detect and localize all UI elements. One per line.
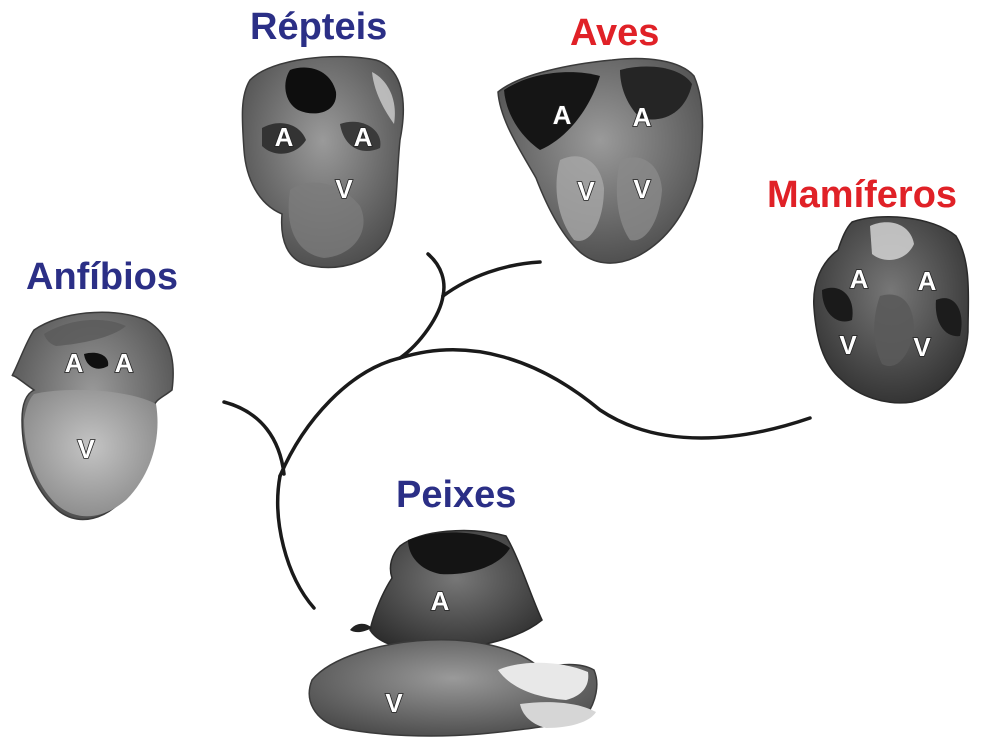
branch-peixes [278, 476, 314, 608]
branch-anfibios [224, 402, 284, 474]
branch-aves [443, 262, 540, 296]
mamiferos-atrium-right: A [918, 266, 937, 296]
heart-repteis: A A V [242, 57, 403, 268]
anfibios-ventricle: V [77, 434, 95, 464]
branch-mamiferos [400, 350, 810, 438]
heart-anfibios: A A V [12, 312, 173, 519]
trunk-main [280, 358, 400, 476]
trunk-upper [400, 296, 443, 358]
heart-aves: A A V V [498, 59, 703, 264]
anfibios-atrium-left: A [65, 348, 84, 378]
repteis-ventricle: V [335, 174, 353, 204]
aves-atrium-left: A [553, 100, 572, 130]
aves-ventricle-left: V [577, 176, 595, 206]
aves-ventricle-right: V [633, 174, 651, 204]
phylogenetic-tree [224, 254, 810, 608]
mamiferos-ventricle-left: V [839, 330, 857, 360]
anfibios-atrium-right: A [115, 348, 134, 378]
peixes-ventricle: V [385, 688, 403, 718]
heart-peixes: A V [309, 531, 597, 736]
repteis-atrium-left: A [275, 122, 294, 152]
aves-atrium-right: A [633, 102, 652, 132]
repteis-atrium-right: A [354, 122, 373, 152]
branch-repteis [428, 254, 444, 296]
mamiferos-atrium-left: A [850, 264, 869, 294]
heart-mamiferos: A A V V [814, 217, 969, 403]
mamiferos-ventricle-right: V [913, 332, 931, 362]
peixes-atrium: A [431, 586, 450, 616]
